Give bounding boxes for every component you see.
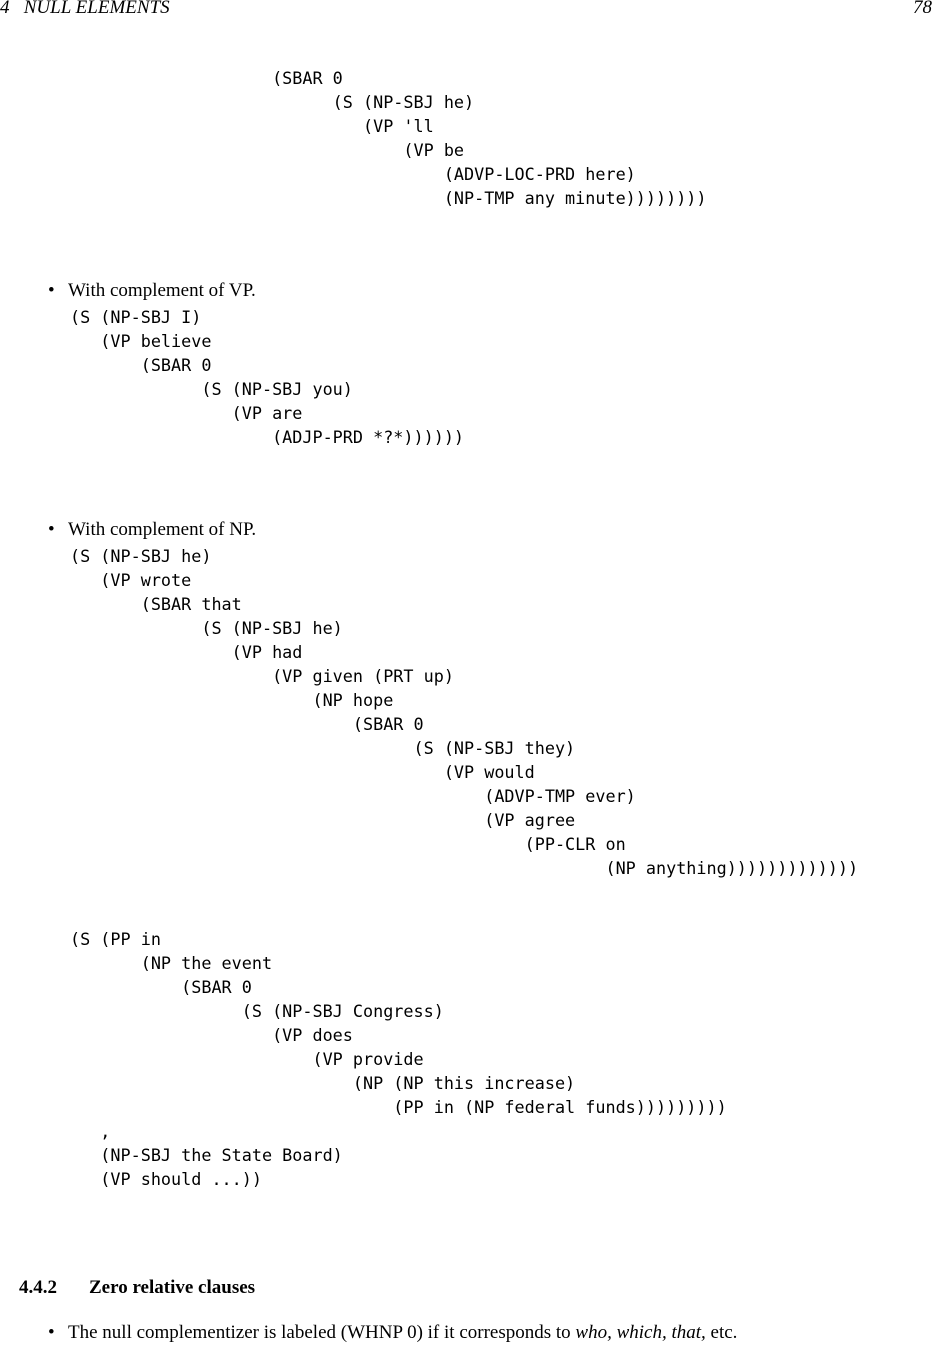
tree-line: (VP would xyxy=(70,762,535,782)
parse-tree-vp-complement: (S (NP-SBJ I) (VP believe (SBAR 0 (S (NP… xyxy=(70,305,464,449)
parse-tree-np-complement: (S (NP-SBJ he) (VP wrote (SBAR that (S (… xyxy=(70,544,858,880)
tree-line: (S (NP-SBJ they) xyxy=(70,738,576,758)
parse-tree-pp-example: (S (PP in (NP the event (SBAR 0 (S (NP-S… xyxy=(70,927,727,1191)
tree-line: (S (NP-SBJ he) xyxy=(70,618,343,638)
tree-line: (VP are xyxy=(70,403,303,423)
bullet-icon: • xyxy=(48,519,55,540)
section-number: 4.4.2 xyxy=(19,1277,57,1298)
tree-line: (NP-SBJ the State Board) xyxy=(70,1145,343,1165)
tree-line: (VP does xyxy=(70,1025,353,1045)
section-heading: 4.4.2 Zero relative clauses xyxy=(0,1255,255,1321)
tree-line: (ADVP-LOC-PRD here) xyxy=(70,164,636,184)
parse-tree-sbar-example: (SBAR 0 (S (NP-SBJ he) (VP 'll (VP be (A… xyxy=(70,66,707,210)
tree-line: (NP (NP this increase) xyxy=(70,1073,576,1093)
tree-line: (SBAR 0 xyxy=(70,68,343,88)
bullet-text-pre: The null complementizer is labeled (WHNP… xyxy=(68,1322,576,1343)
tree-line: (VP 'll xyxy=(70,116,434,136)
bullet-text-post: etc. xyxy=(705,1322,738,1343)
tree-line: (S (NP-SBJ I) xyxy=(70,307,202,327)
tree-line: (PP-CLR on xyxy=(70,834,626,854)
tree-line: (SBAR 0 xyxy=(70,355,212,375)
bullet-text-emphasis: who, which, that, xyxy=(575,1322,706,1343)
tree-line: (VP had xyxy=(70,642,303,662)
page-number: 78 xyxy=(913,0,932,18)
bullet-text: With complement of NP. xyxy=(68,519,257,540)
tree-line: (PP in (NP federal funds))))))))) xyxy=(70,1097,727,1117)
bullet-icon: • xyxy=(48,280,55,301)
tree-line: (S (PP in xyxy=(70,929,161,949)
tree-line: (SBAR that xyxy=(70,594,242,614)
tree-line: (S (NP-SBJ he) xyxy=(70,92,475,112)
bullet-complement-of-np: • With complement of NP. xyxy=(29,497,256,563)
tree-line: (ADVP-TMP ever) xyxy=(70,786,636,806)
bullet-icon: • xyxy=(48,1322,55,1343)
tree-line: (SBAR 0 xyxy=(70,977,252,997)
tree-line: (S (NP-SBJ he) xyxy=(70,546,212,566)
bullet-text: With complement of VP. xyxy=(68,280,256,301)
tree-line: (S (NP-SBJ Congress) xyxy=(70,1001,444,1021)
running-header-section: 4 NULL ELEMENTS xyxy=(0,0,170,18)
bullet-complement-of-vp: • With complement of VP. xyxy=(29,258,256,324)
tree-line: (VP given (PRT up) xyxy=(70,666,454,686)
tree-line: (SBAR 0 xyxy=(70,714,424,734)
tree-line: (NP the event xyxy=(70,953,273,973)
tree-line: (ADJP-PRD *?*)))))) xyxy=(70,427,465,447)
tree-line: (VP should ...)) xyxy=(70,1169,262,1189)
section-title: Zero relative clauses xyxy=(89,1277,256,1298)
bullet-null-complementizer: • The null complementizer is labeled (WHN… xyxy=(29,1300,737,1366)
tree-line: (VP wrote xyxy=(70,570,192,590)
tree-line: (VP agree xyxy=(70,810,576,830)
tree-line: (S (NP-SBJ you) xyxy=(70,379,353,399)
tree-line: (NP anything))))))))))))) xyxy=(70,858,859,878)
tree-line: , xyxy=(70,1121,111,1141)
tree-line: (NP hope xyxy=(70,690,394,710)
tree-line: (NP-TMP any minute)))))))) xyxy=(70,188,707,208)
tree-line: (VP provide xyxy=(70,1049,424,1069)
tree-line: (VP believe xyxy=(70,331,212,351)
tree-line: (VP be xyxy=(70,140,465,160)
